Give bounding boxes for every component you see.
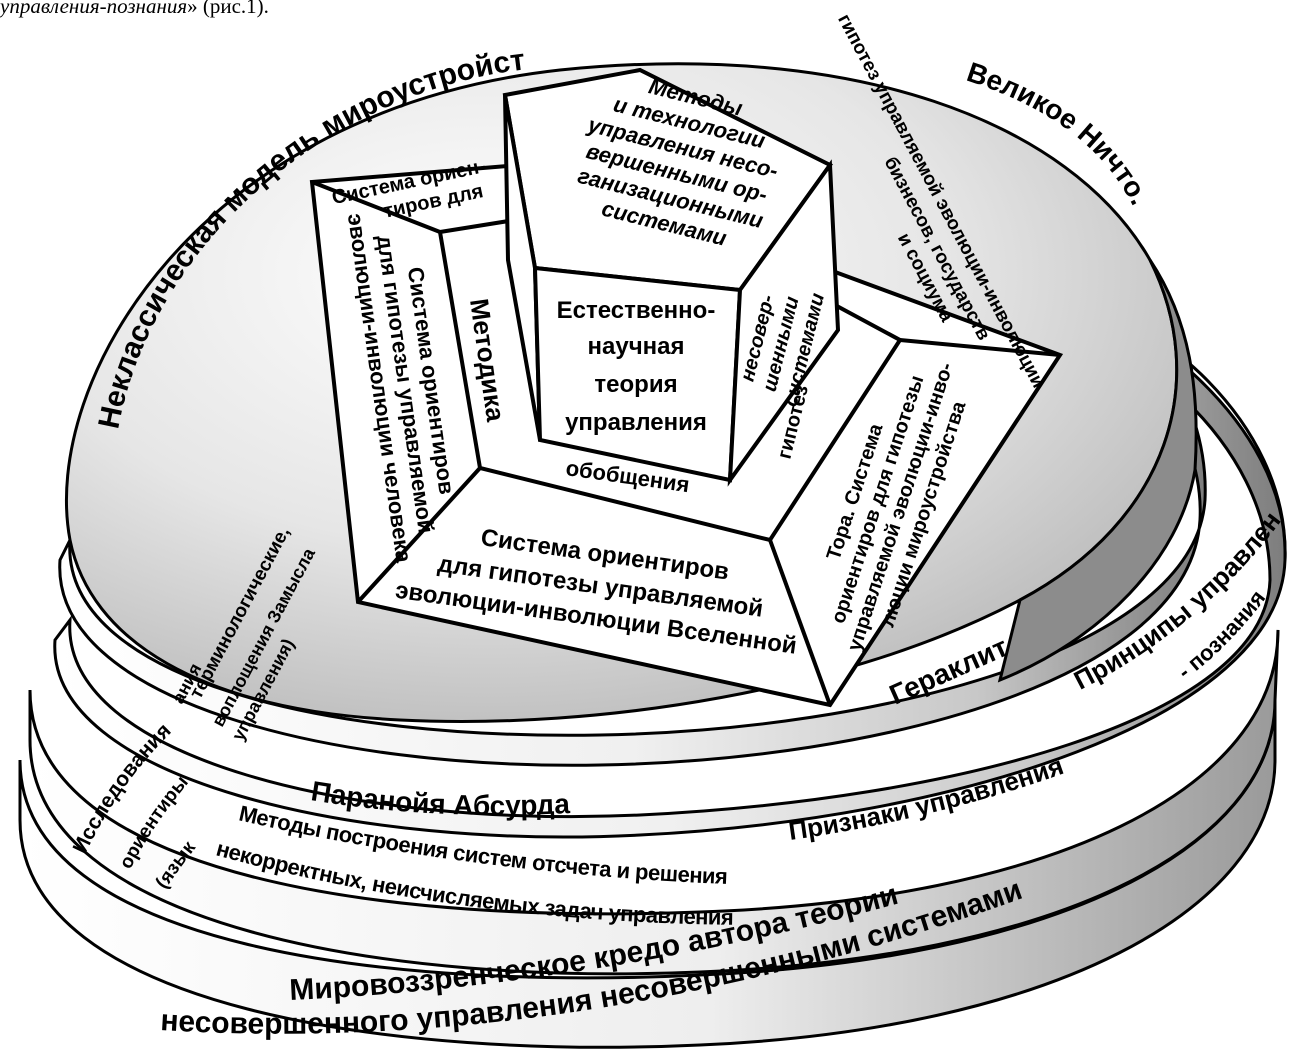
caption-line: управления-познания» (рис.1). [0, 0, 269, 19]
core-front-face-text: Естественно- научная теория управления [557, 297, 716, 436]
ring-methods [28, 629, 1280, 976]
caption-italic: управления-познания [0, 0, 188, 18]
core-side-face-text: несовер- шенными системами [736, 291, 829, 409]
caption-plain: » (рис.1). [187, 0, 269, 18]
svg-text:управления: управления [565, 409, 707, 436]
svg-text:Естественно-: Естественно- [557, 297, 716, 324]
svg-text:теория: теория [594, 371, 677, 398]
svg-text:научная: научная [588, 333, 685, 360]
core-prism [502, 67, 841, 487]
